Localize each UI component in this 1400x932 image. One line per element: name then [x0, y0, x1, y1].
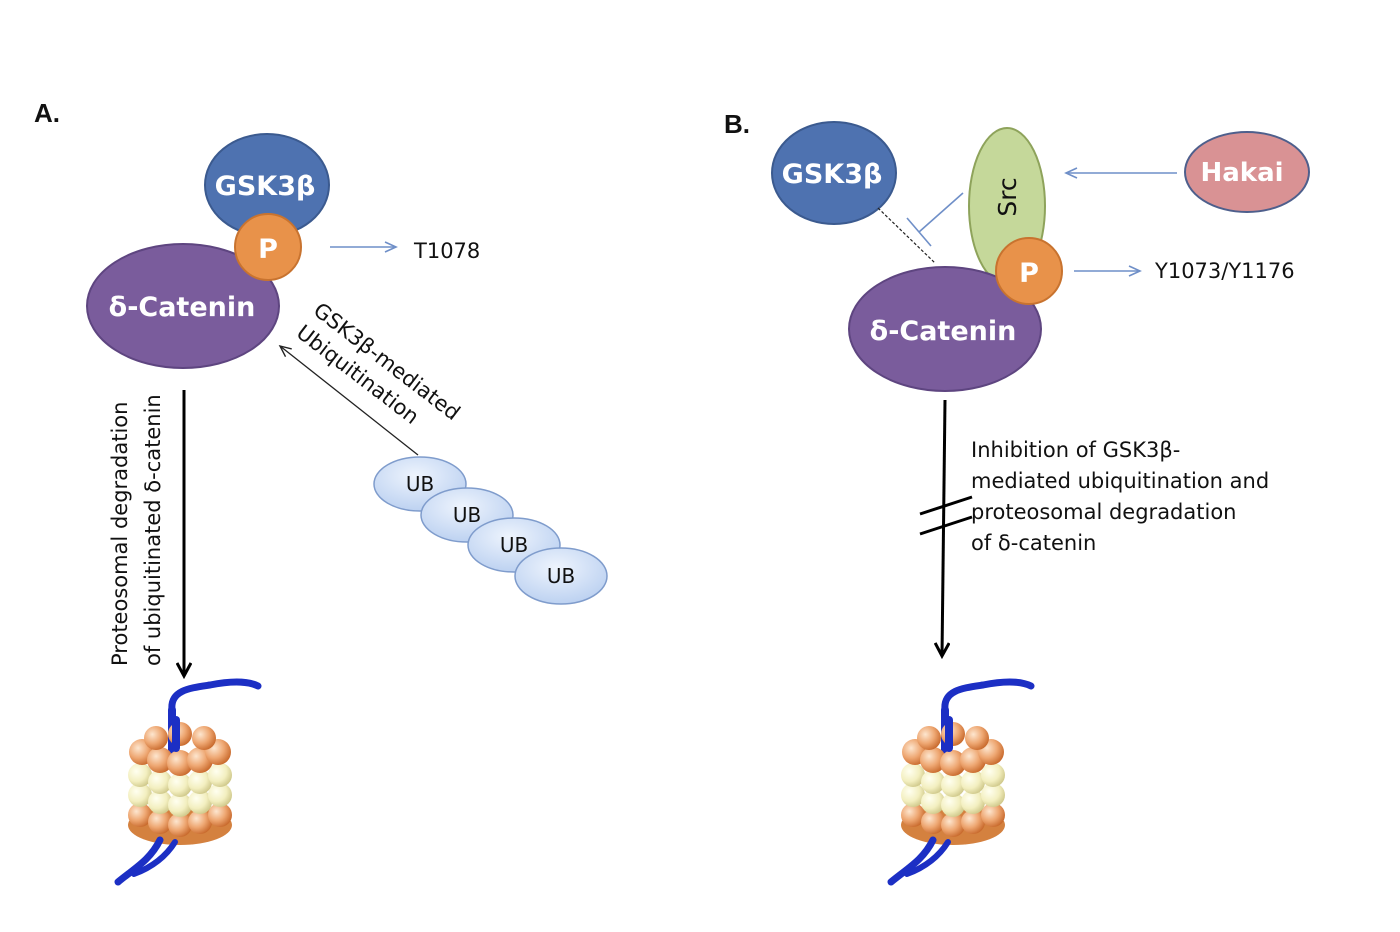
panel-a-catenin-node: δ-Catenin — [86, 243, 280, 369]
panel-a-ubiquitination-arrow — [278, 344, 419, 456]
panel-b-inhibition-line — [918, 192, 964, 233]
panel-b-inhibition-text: Inhibition of GSK3β- mediated ubiquitina… — [971, 438, 1269, 555]
panel-a-ubiquitination-text: GSK3β-mediated Ubiquitination — [292, 298, 465, 429]
svg-text:Inhibition of GSK3β-: Inhibition of GSK3β- — [971, 438, 1180, 462]
svg-text:UB: UB — [547, 564, 575, 588]
panel-b-gsk3b-label: GSK3β — [782, 159, 883, 190]
panel-b-block-mark-2 — [919, 515, 973, 536]
svg-text:of ubiquitinated δ-catenin: of ubiquitinated δ-catenin — [141, 394, 165, 666]
panel-a-label: A. — [34, 98, 60, 128]
panel-a-gsk3b-label: GSK3β — [215, 171, 316, 202]
panel-b-gsk3b-catenin-link — [877, 207, 936, 264]
panel-b-gsk3b-node: GSK3β — [771, 121, 897, 225]
panel-a-gsk3b-node: GSK3β — [204, 133, 330, 237]
panel-b-blocked-arrow — [942, 399, 945, 656]
panel-b: B. GSK3β Src Hakai δ-Catenin — [724, 109, 1310, 886]
panel-a-ub-chain: UB UB UB UB — [373, 456, 608, 605]
panel-a-site-label: T1078 — [413, 239, 480, 263]
svg-text:UB: UB — [453, 503, 481, 527]
panel-b-catenin-node: δ-Catenin — [848, 266, 1042, 392]
panel-b-phospho-node: P — [995, 237, 1063, 305]
panel-b-phospho-label: P — [1019, 258, 1039, 289]
svg-text:proteosomal degradation: proteosomal degradation — [971, 500, 1236, 524]
panel-a-degradation-text: Proteosomal degradation of ubiquitinated… — [108, 394, 165, 666]
panel-b-site-label: Y1073/Y1176 — [1154, 259, 1295, 283]
ub-item: UB — [514, 547, 608, 605]
svg-text:of δ-catenin: of δ-catenin — [971, 531, 1096, 555]
panel-b-src-label: Src — [993, 177, 1022, 216]
panel-b-catenin-label: δ-Catenin — [870, 316, 1017, 347]
panel-a-phospho-label: P — [258, 234, 278, 265]
panel-a-proteasome-icon — [114, 678, 262, 886]
svg-text:UB: UB — [406, 472, 434, 496]
svg-text:UB: UB — [500, 533, 528, 557]
panel-a-phospho-node: P — [234, 213, 302, 281]
panel-b-label: B. — [724, 109, 750, 139]
panel-b-inhibition-bar — [906, 217, 932, 247]
panel-b-hakai-node: Hakai — [1184, 131, 1310, 213]
svg-text:mediated ubiquitination and: mediated ubiquitination and — [971, 469, 1269, 493]
panel-a: A. GSK3β δ-Catenin P T1078 GSK3β-mediate… — [34, 98, 608, 886]
panel-b-proteasome-icon — [887, 678, 1035, 886]
panel-b-block-mark-1 — [919, 495, 973, 516]
svg-text:Proteosomal degradation: Proteosomal degradation — [108, 402, 132, 666]
panel-a-catenin-label: δ-Catenin — [109, 292, 256, 323]
panel-b-hakai-label: Hakai — [1200, 158, 1283, 188]
